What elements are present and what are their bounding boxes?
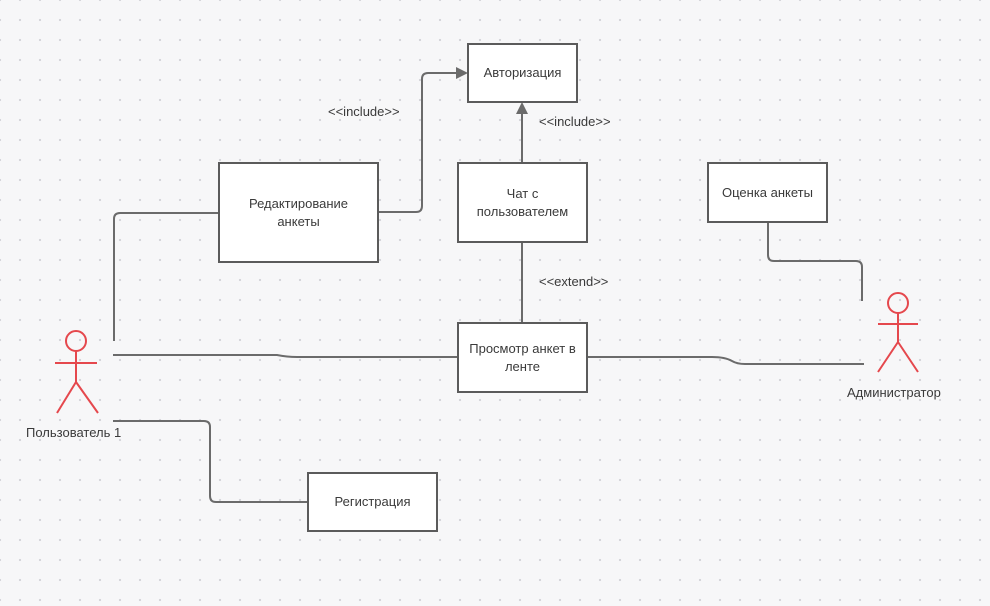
- chat-extend-label: <<extend>>: [539, 274, 609, 289]
- use-case-chat[interactable]: Чат с пользователем: [457, 162, 588, 243]
- user-to-registration-line[interactable]: [113, 420, 307, 503]
- edit-to-authorization-include-line[interactable]: [378, 67, 468, 213]
- use-case-view-feed-label: Просмотр анкет в ленте: [469, 340, 576, 374]
- rate-profiles-to-admin-line[interactable]: [767, 222, 863, 301]
- user-to-view-feed-line[interactable]: [113, 354, 457, 358]
- chat-include-label: <<include>>: [539, 114, 611, 129]
- use-case-authorization-label: Авторизация: [483, 65, 562, 80]
- use-case-view-feed[interactable]: Просмотр анкет в ленте: [457, 322, 588, 393]
- stick-figure-icon: [877, 292, 919, 373]
- actor-user-label: Пользователь 1: [26, 425, 122, 440]
- use-case-rate-profiles[interactable]: Оценка анкеты: [707, 162, 828, 223]
- actor-admin-label: Администратор: [847, 385, 941, 400]
- user-to-edit-profile-line[interactable]: [113, 212, 218, 341]
- edit-include-label: <<include>>: [328, 104, 400, 119]
- use-case-registration-label: Регистрация: [334, 494, 411, 509]
- use-case-rate-profiles-label: Оценка анкеты: [722, 184, 813, 200]
- use-case-registration[interactable]: Регистрация: [307, 472, 438, 532]
- stick-figure-icon: [55, 330, 99, 414]
- actor-admin[interactable]: [870, 292, 926, 378]
- use-case-edit-profile[interactable]: Редактирование анкеты: [218, 162, 379, 263]
- use-case-authorization[interactable]: Авторизация: [467, 43, 578, 103]
- actor-user[interactable]: [50, 330, 106, 416]
- use-case-edit-profile-label: Редактирование анкеты: [248, 195, 349, 229]
- use-case-chat-label: Чат с пользователем: [476, 185, 569, 219]
- view-feed-to-admin-line[interactable]: [587, 356, 864, 365]
